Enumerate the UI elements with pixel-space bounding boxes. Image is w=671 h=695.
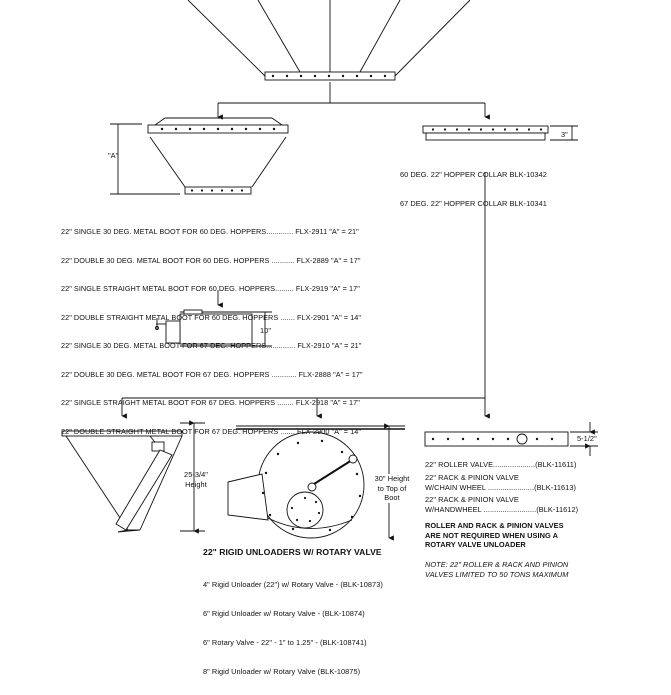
connector-arrows	[121, 82, 490, 419]
metal-boot-drawing	[110, 117, 289, 195]
boot-part-item: 22" DOUBLE 30 DEG. METAL BOOT FOR 60 DEG…	[61, 255, 361, 265]
valve-note: NOTE: 22" ROLLER & RACK AND PINION VALVE…	[425, 560, 569, 579]
boot-part-list: 22" SINGLE 30 DEG. METAL BOOT FOR 60 DEG…	[61, 208, 363, 455]
hopper-drawing	[187, 0, 471, 81]
hopper-parts-diagram: "A" 22" SINGLE 30 DEG. METAL BOOT FOR 60…	[61, 0, 598, 676]
boot-part-item: 22" DOUBLE 30 DEG. METAL BOOT FOR 67 DEG…	[61, 369, 363, 379]
unloader-part-item: 6" Rotary Valve - 22" - 1" to 1.25" - (B…	[203, 637, 367, 647]
valve-part-item: 22" RACK & PINION VALVE W/CHAIN WHEEL ..…	[425, 473, 577, 492]
valve-dimension-label: 5-1/2"	[577, 434, 597, 443]
collar-dimension-label: 3"	[561, 130, 568, 139]
boot-part-item: 22" SINGLE STRAIGHT METAL BOOT FOR 67 DE…	[61, 398, 360, 407]
boot-dimension-label: "A"	[108, 151, 119, 160]
unloader-part-list: 4" Rigid Unloader (22") w/ Rotary Valve …	[203, 561, 383, 695]
valve-part-item: 22" RACK & PINION VALVE W/HANDWHEEL ....…	[425, 495, 579, 514]
valve-warning: ROLLER AND RACK & PINION VALVES ARE NOT …	[425, 521, 564, 550]
unloader-part-item: 8" Rigid Unloader w/ Rotary Valve (BLK-1…	[203, 666, 361, 676]
boot-part-item: 22" DOUBLE STRAIGHT METAL BOOT FOR 67 DE…	[61, 426, 362, 436]
collar-part-item: 67 DEG. 22" HOPPER COLLAR BLK-10341	[400, 198, 547, 208]
unloader-part-item: 4" Rigid Unloader (22") w/ Rotary Valve …	[203, 580, 383, 590]
unloader-part-item: 6" Rigid Unloader w/ Rotary Valve - (BLK…	[203, 608, 365, 618]
hopper-bolt-holes	[271, 74, 387, 78]
boot-part-item: 22" SINGLE STRAIGHT METAL BOOT FOR 60 DE…	[61, 284, 360, 293]
hopper-collar-drawing	[422, 125, 578, 141]
valve-part-item: 22" ROLLER VALVE....................(BLK…	[425, 460, 577, 469]
diagram-drawing	[61, 0, 598, 541]
unloader-title: 22" RIGID UNLOADERS W/ ROTARY VALVE	[203, 547, 382, 557]
boot-part-item: 22" SINGLE 30 DEG. METAL BOOT FOR 67 DEG…	[61, 341, 362, 350]
boot-part-item: 22" SINGLE 30 DEG. METAL BOOT FOR 60 DEG…	[61, 227, 359, 236]
unloader-boot-height-label: 30" Height to Top of Boot	[368, 474, 416, 503]
short-boot-dimension-label: 10"	[260, 326, 271, 335]
rotary-valve-unloader-drawing	[227, 423, 405, 541]
rigid-unloader-side-drawing	[61, 420, 205, 534]
slide-valve-drawing	[424, 422, 598, 456]
unloader-height-label: 25-3/4" Height	[184, 470, 208, 489]
boot-part-item: 22" DOUBLE STRAIGHT METAL BOOT FOR 60 DE…	[61, 312, 362, 322]
collar-part-list: 60 DEG. 22" HOPPER COLLAR BLK-10342 67 D…	[400, 151, 547, 228]
short-boot-drawing	[155, 309, 272, 347]
collar-part-item: 60 DEG. 22" HOPPER COLLAR BLK-10342	[400, 170, 547, 180]
